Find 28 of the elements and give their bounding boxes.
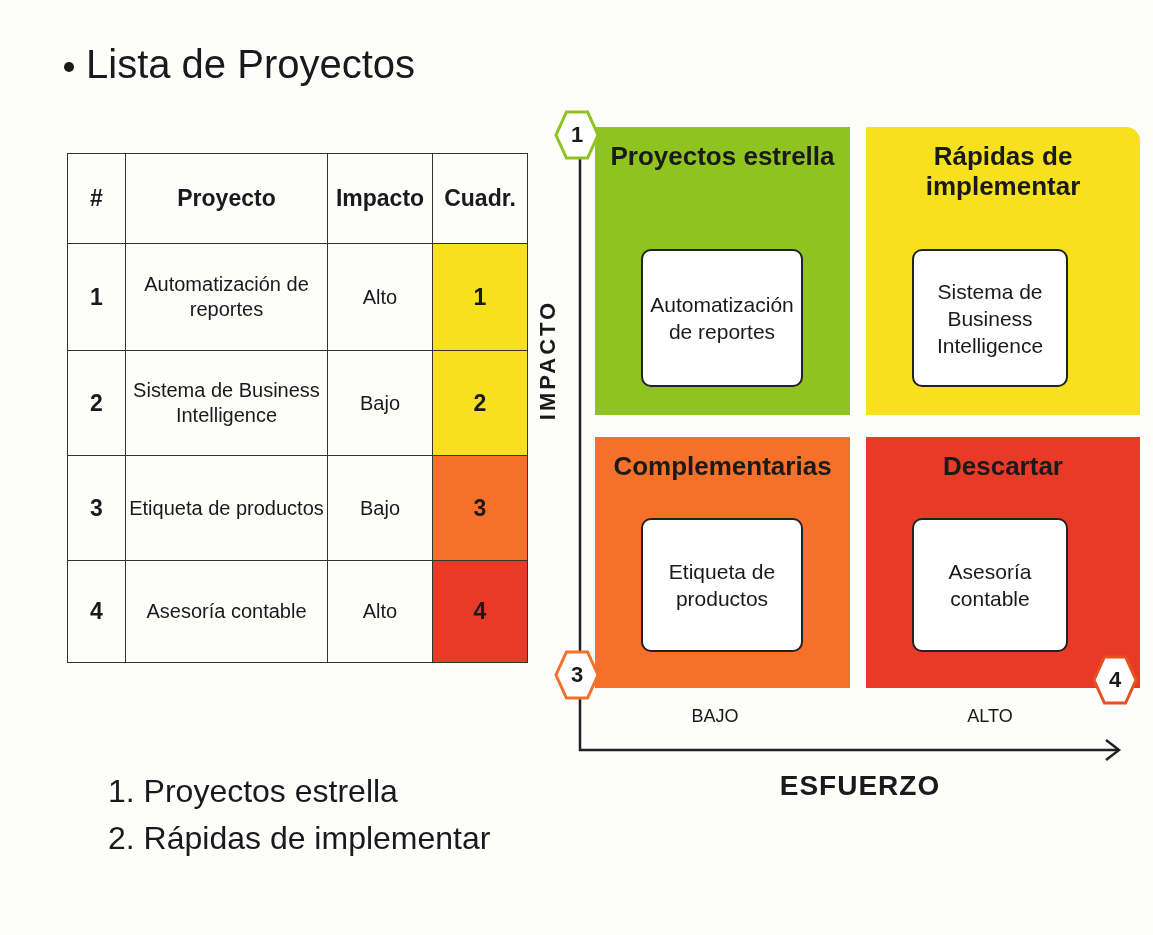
- quadrant-number: 4: [432, 560, 528, 663]
- axis-tick-label: BAJO: [691, 706, 739, 727]
- quadrant-panel: [595, 127, 850, 415]
- project-card: Etiqueta de productos: [641, 518, 803, 652]
- quadrant-heading: Rápidas de implementar: [924, 141, 1082, 201]
- quadrant-panel: [595, 437, 850, 688]
- list-item: 2. Rápidas de implementar: [108, 820, 491, 857]
- project-card: Asesoría contable: [912, 518, 1068, 652]
- column-header: #: [67, 153, 126, 244]
- axis-title: IMPACTO: [535, 299, 561, 421]
- quadrant-heading: Descartar: [942, 451, 1064, 481]
- quadrant-number-badge: 1: [554, 110, 600, 160]
- axis-tick-label: ALTO: [967, 706, 1013, 727]
- project-number: 4: [67, 560, 126, 663]
- project-card: Automatización de reportes: [641, 249, 803, 387]
- quadrant-heading: Proyectos estrella: [609, 141, 836, 171]
- page-title: Lista de Proyectos: [86, 42, 416, 87]
- quadrant-number: 3: [432, 455, 528, 561]
- project-card: Sistema de Business Intelligence: [912, 249, 1068, 387]
- quadrant-number: 2: [432, 350, 528, 456]
- quadrant-panel: [866, 437, 1140, 688]
- axis-title: ESFUERZO: [779, 770, 941, 802]
- quadrant-number-badge: 3: [554, 650, 600, 700]
- quadrant-heading: Complementarias: [612, 451, 833, 481]
- quadrant-number-badge: 4: [1092, 655, 1138, 705]
- quadrant-number: 1: [432, 243, 528, 351]
- list-item: 1. Proyectos estrella: [108, 773, 398, 810]
- quadrant-panel: [866, 127, 1140, 415]
